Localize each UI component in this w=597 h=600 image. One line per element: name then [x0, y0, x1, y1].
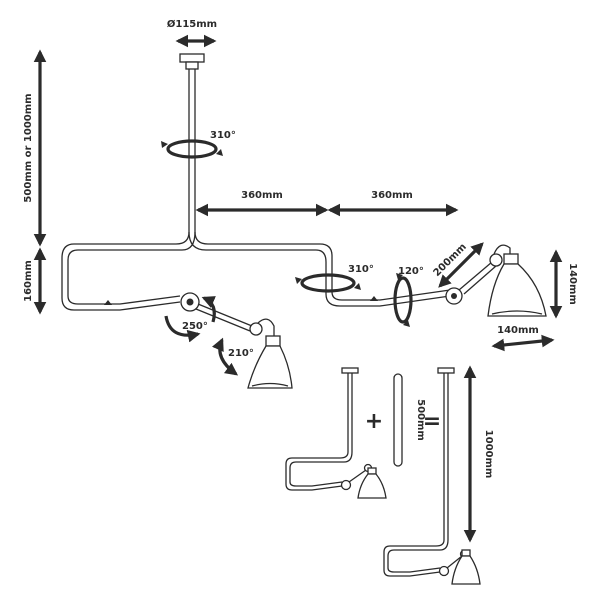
- arm-segment-arrow: [438, 242, 484, 288]
- shade-width-arrow: [491, 334, 555, 352]
- left-lamp: [180, 292, 293, 389]
- left-joint-rotation-label: 250°: [182, 321, 208, 332]
- canopy: [179, 53, 205, 70]
- stem-length-label: 500mm or 1000mm: [23, 93, 34, 202]
- shade-height-label: 140mm: [567, 263, 578, 305]
- right-lamp: [445, 244, 547, 317]
- stem-rotation-label: 310°: [210, 130, 236, 141]
- extension-rod: [393, 373, 403, 467]
- long-lamp-figure: [383, 367, 481, 585]
- equals-sign: =: [423, 409, 441, 434]
- right-arm-rotation-icon: [295, 273, 361, 293]
- plus-sign: +: [365, 409, 383, 434]
- left-shade-rotation-label: 210°: [228, 348, 254, 359]
- left-shade-rotation-icon: [211, 337, 239, 376]
- extension-length-label: 500mm: [415, 399, 426, 441]
- stem-rotation-icon: [161, 139, 223, 159]
- shade-width-label: 140mm: [497, 325, 539, 336]
- left-span-label: 360mm: [241, 190, 283, 201]
- right-span-label: 360mm: [371, 190, 413, 201]
- arm-pipe: [61, 231, 451, 311]
- right-joint-rotation-label: 120°: [398, 266, 424, 277]
- total-length-label: 1000mm: [483, 430, 494, 479]
- stem: [188, 69, 196, 232]
- canopy-diameter-label: Ø115mm: [167, 18, 217, 30]
- short-lamp-figure: [285, 367, 387, 499]
- arm-segment-label: 200mm: [432, 242, 469, 279]
- right-arm-rotation-label: 310°: [348, 264, 374, 275]
- right-joint-rotation-icon: [393, 273, 413, 327]
- arm-drop-label: 160mm: [23, 260, 34, 302]
- left-joint-rotation-icon: [164, 296, 216, 343]
